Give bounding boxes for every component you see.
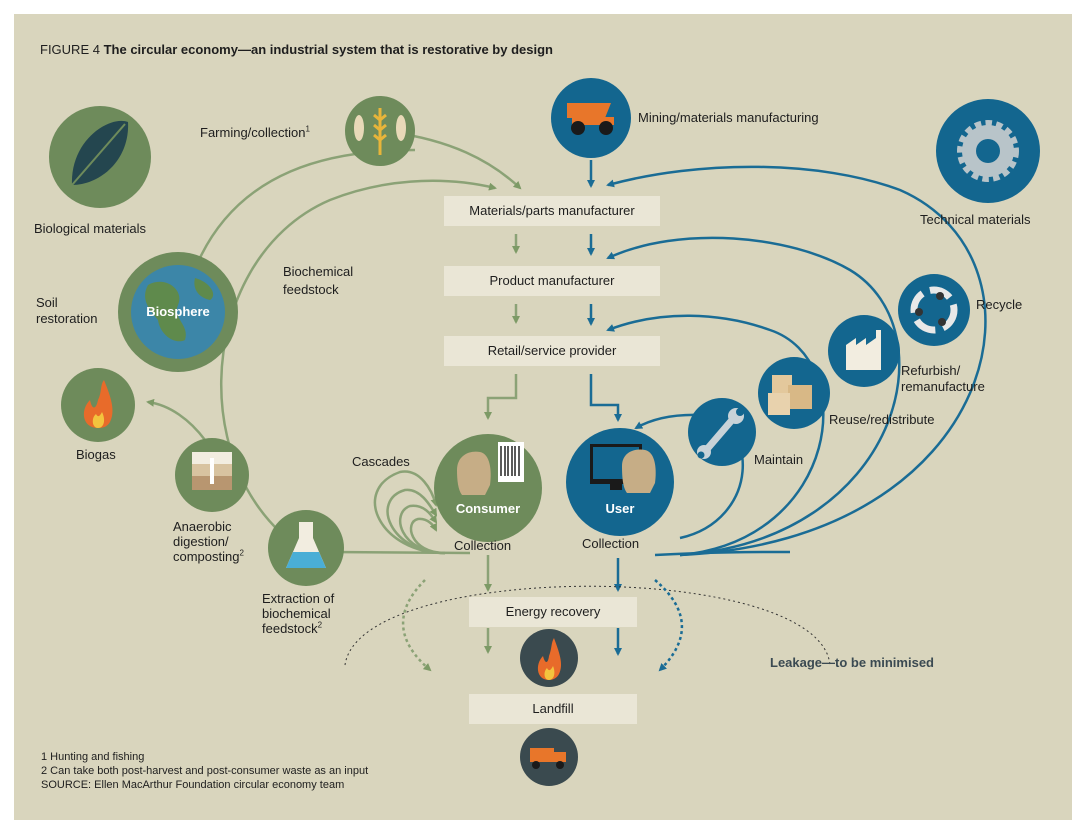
landfill-box: Landfill	[469, 694, 637, 724]
figure-title-text: The circular economy—an industrial syste…	[103, 42, 553, 57]
source-note: SOURCE: Ellen MacArthur Foundation circu…	[41, 779, 345, 791]
refurbish-loop	[606, 236, 901, 557]
figure-prefix: FIGURE 4	[40, 42, 100, 57]
extraction-flask-icon	[268, 510, 344, 586]
reuse-boxes-icon	[758, 357, 830, 429]
user-label: User	[605, 501, 635, 516]
recycle-label: Recycle	[976, 297, 1023, 312]
technical-materials-label: Technical materials	[920, 212, 1031, 227]
technical-materials-gear-icon	[936, 99, 1040, 203]
cascade-4	[409, 517, 446, 555]
cascade-3	[399, 504, 446, 555]
materials-parts-box: Materials/parts manufacturer	[444, 196, 660, 226]
leakage-green	[401, 579, 432, 672]
consumer-collection-label: Collection	[454, 538, 512, 553]
cascade-1	[373, 470, 446, 555]
consumer-icon	[434, 434, 542, 542]
biological-materials-label: Biological materials	[34, 221, 146, 236]
reuse-loop	[606, 314, 825, 557]
cascades-label: Cascades	[352, 454, 410, 469]
farming-label-text: Farming/collection	[200, 125, 306, 140]
leakage-dome	[344, 585, 831, 666]
arc-biosphere-to-farming	[196, 148, 416, 263]
user-collection-label: Collection	[582, 536, 640, 551]
product-manufacturer-box: Product manufacturer	[444, 266, 660, 296]
leakage-blue	[654, 579, 684, 672]
retail-provider-box: Retail/service provider	[444, 336, 660, 366]
farming-icon	[345, 96, 415, 166]
biosphere-label: Biosphere	[146, 304, 210, 319]
reuse-label: Reuse/redistribute	[829, 412, 935, 427]
biosphere-icon	[118, 252, 238, 372]
refurbish-factory-icon	[828, 315, 900, 387]
extraction-label-text: Extraction of biochemical feedstock	[262, 591, 335, 636]
arc-to-biogas	[146, 398, 206, 441]
maintain-label: Maintain	[754, 452, 804, 467]
footnote-ref-2b: 2	[317, 620, 323, 630]
biochemical-feedstock-label: Biochemical feedstock	[283, 264, 354, 297]
arc-feedstock-to-materials	[220, 179, 497, 567]
footnote-ref-2a: 2	[239, 548, 244, 558]
biogas-icon	[61, 368, 135, 442]
biogas-label: Biogas	[76, 447, 116, 462]
anaerobic-label: Anaerobic digestion/ composting2	[173, 519, 263, 564]
refurbish-label: Refurbish/ remanufacture	[901, 363, 985, 394]
footnote-2: 2 Can take both post-harvest and post-co…	[41, 765, 369, 777]
farming-label: Farming/collection1	[200, 125, 310, 141]
energy-recovery-box: Energy recovery	[469, 597, 637, 627]
mining-label: Mining/materials manufacturing	[638, 110, 819, 125]
maintain-wrench-icon	[688, 398, 756, 466]
retail-to-consumer	[484, 374, 518, 420]
recycle-loop	[606, 165, 987, 557]
figure-title: FIGURE 4 The circular economy—an industr…	[40, 42, 553, 57]
biological-flows	[146, 130, 522, 654]
cascade-2	[386, 488, 446, 555]
extraction-label: Extraction of biochemical feedstock2	[262, 591, 362, 636]
footnote-ref-1: 1	[305, 124, 310, 134]
anaerobic-digestion-icon	[175, 438, 249, 512]
retail-to-user	[589, 374, 622, 422]
leakage-label: Leakage—to be minimised	[770, 655, 934, 670]
footnote-1: 1 Hunting and fishing	[41, 751, 145, 763]
anaerobic-label-text: Anaerobic digestion/ composting	[173, 519, 240, 564]
landfill-truck-icon	[520, 728, 578, 786]
soil-restoration-label: Soil restoration	[36, 295, 98, 326]
mining-truck-icon	[551, 78, 631, 158]
energy-recovery-flame-icon	[520, 629, 578, 687]
user-icon	[566, 428, 674, 536]
consumer-label: Consumer	[455, 501, 521, 516]
biological-materials-icon	[49, 106, 151, 208]
line-extraction-collection	[329, 550, 471, 555]
recycle-icon	[898, 274, 970, 346]
